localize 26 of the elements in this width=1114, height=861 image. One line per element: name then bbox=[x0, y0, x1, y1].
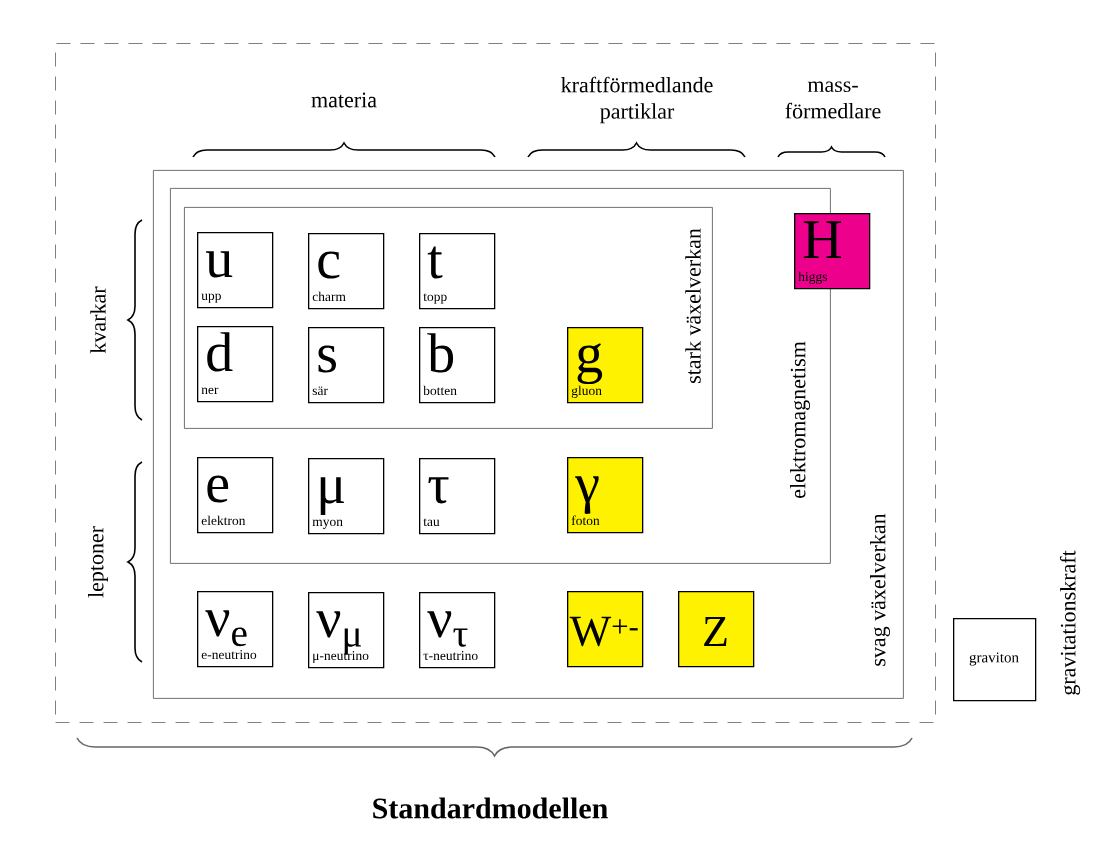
particle-box: Z bbox=[678, 591, 755, 668]
particle-box: ν$_{μ}$ μ-neutrino bbox=[308, 592, 385, 669]
group-label: kraftförmedlande partiklar bbox=[561, 76, 713, 124]
particle-box: t topp bbox=[419, 233, 496, 310]
particle-box: d ner bbox=[197, 326, 274, 403]
model-title: Standardmodellen bbox=[373, 797, 608, 819]
group-label: kvarkar bbox=[90, 286, 106, 354]
group-label: materia bbox=[311, 92, 377, 108]
particle-box: u upp bbox=[197, 232, 274, 309]
group-label: mass- förmedlare bbox=[785, 81, 881, 119]
group-label: leptoner bbox=[88, 526, 108, 598]
particle-box: τ tau bbox=[419, 458, 496, 535]
particle-box: c charm bbox=[308, 233, 385, 310]
side-label: gravitationskraft bbox=[1059, 550, 1081, 695]
particle-box: γ foton bbox=[567, 457, 644, 534]
particle-box: g gluon bbox=[567, 327, 644, 404]
particle-box: s sär bbox=[308, 327, 385, 404]
particle-box: μ myon bbox=[308, 458, 385, 535]
particle-box: W$^{+-}$ bbox=[567, 591, 644, 668]
particle-box: ν$_{τ}$ τ-neutrino bbox=[419, 592, 496, 669]
particle-box: e elektron bbox=[197, 457, 274, 534]
particle-box: H higgs bbox=[794, 213, 871, 290]
dashed-frame bbox=[55, 43, 936, 723]
particle-box: b botten bbox=[419, 327, 496, 404]
particle-box: graviton bbox=[953, 618, 1037, 702]
particle-box: ν$_{e}$ e-neutrino bbox=[197, 591, 274, 668]
